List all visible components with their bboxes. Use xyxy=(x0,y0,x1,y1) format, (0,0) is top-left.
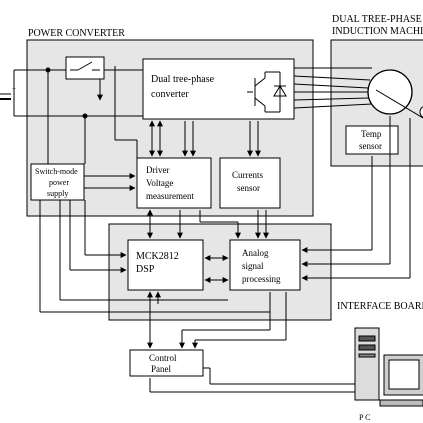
power-supply-label-line3: supply xyxy=(47,189,68,198)
battery-plus-sign: + xyxy=(12,85,16,93)
driver-label-line1: Driver xyxy=(146,165,170,175)
temp-sensor-label-line2: sensor xyxy=(359,141,382,151)
phase-lines xyxy=(293,67,373,109)
driver-block xyxy=(136,157,212,209)
machine-title-line2: INDUCTION MACHINE xyxy=(332,26,423,37)
control-panel-block xyxy=(129,349,204,377)
encoder-icon xyxy=(419,106,423,118)
analog-block xyxy=(229,239,301,291)
dsp-label-line1: MCK2812 xyxy=(136,251,179,262)
switch-box xyxy=(65,56,105,80)
power-supply-block xyxy=(30,163,85,201)
igbt-symbol-icon xyxy=(247,71,287,113)
battery-icon xyxy=(0,70,15,116)
converter-label-line2: converter xyxy=(151,89,189,100)
currents-sensor-label-line2: sensor xyxy=(237,183,260,193)
currents-sensor-block xyxy=(219,157,281,209)
motor-icon xyxy=(367,69,413,115)
temp-sensor-label-line1: Temp xyxy=(361,129,382,139)
driver-label-line3: measurement xyxy=(146,191,194,201)
machine-title-line1: DUAL TREE-PHASE xyxy=(332,14,422,25)
analog-label-line3: processing xyxy=(242,274,281,284)
pc-icon xyxy=(354,327,423,407)
control-panel-label-line2: Panel xyxy=(151,364,171,374)
interface-board-title: INTERFACE BOARD xyxy=(337,301,423,312)
motor-shaft xyxy=(375,89,423,119)
dsp-block xyxy=(127,239,204,291)
connections xyxy=(39,66,411,393)
power-supply-label-line1: Switch-mode xyxy=(35,167,78,176)
switch-icon xyxy=(70,61,100,71)
temp-sensor-block xyxy=(345,125,399,155)
driver-label-line2: Voltage xyxy=(146,178,173,188)
power-converter-title: POWER CONVERTER xyxy=(28,28,125,39)
control-panel-label-line1: Control xyxy=(149,353,177,363)
analog-label-line1: Analog xyxy=(242,248,269,258)
converter-label-line1: Dual tree-phase xyxy=(151,74,215,85)
analog-label-line2: signal xyxy=(242,261,264,271)
dsp-label-line2: DSP xyxy=(136,264,155,275)
power-supply-label-line2: power xyxy=(49,178,69,187)
converter-block xyxy=(142,58,295,120)
currents-sensor-label-line1: Currents xyxy=(232,170,263,180)
pc-label: P C xyxy=(359,413,371,422)
